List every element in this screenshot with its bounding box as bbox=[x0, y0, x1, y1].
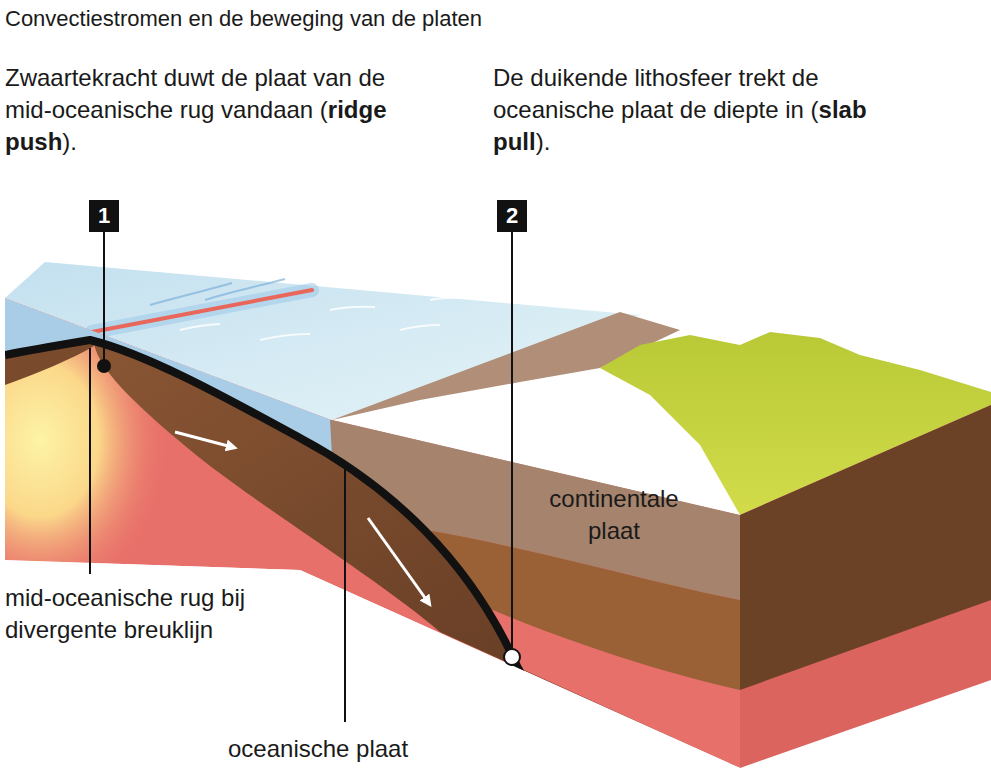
leader-line bbox=[511, 232, 513, 649]
part-label: oceanische plaat bbox=[228, 733, 408, 765]
wave-lines bbox=[180, 298, 465, 340]
part-label: continentale plaat bbox=[534, 483, 694, 547]
leader-dot bbox=[504, 649, 520, 665]
oceanic-plate bbox=[90, 340, 740, 768]
callout-number-text: 1 bbox=[98, 205, 110, 227]
leader-line bbox=[89, 348, 91, 574]
mantle-side bbox=[740, 405, 991, 768]
leader-line bbox=[344, 468, 346, 722]
callout-number: 2 bbox=[497, 200, 527, 232]
text-part: ). bbox=[536, 128, 551, 155]
diagram-title: Convectiestromen en de beweging van de p… bbox=[5, 4, 482, 33]
part-label: mid-oceanische rug bij divergente breukl… bbox=[5, 582, 305, 646]
motion-arrow bbox=[175, 432, 232, 447]
crust-side bbox=[740, 405, 991, 690]
annotation-text: De duikende lithosfeer trekt de oceanisc… bbox=[493, 62, 913, 158]
text-part: De duikende lithosfeer trekt de oceanisc… bbox=[493, 64, 819, 123]
plate-boundary bbox=[5, 340, 530, 690]
leader-line bbox=[103, 232, 105, 360]
leader-dot bbox=[97, 359, 111, 373]
text-part: ). bbox=[62, 128, 77, 155]
callout-number-text: 2 bbox=[506, 205, 518, 227]
annotation-text: Zwaartekracht duwt de plaat van de mid-o… bbox=[5, 62, 435, 158]
callout-number: 1 bbox=[89, 200, 119, 232]
motion-arrow bbox=[368, 518, 428, 602]
transform-fault bbox=[150, 279, 285, 305]
